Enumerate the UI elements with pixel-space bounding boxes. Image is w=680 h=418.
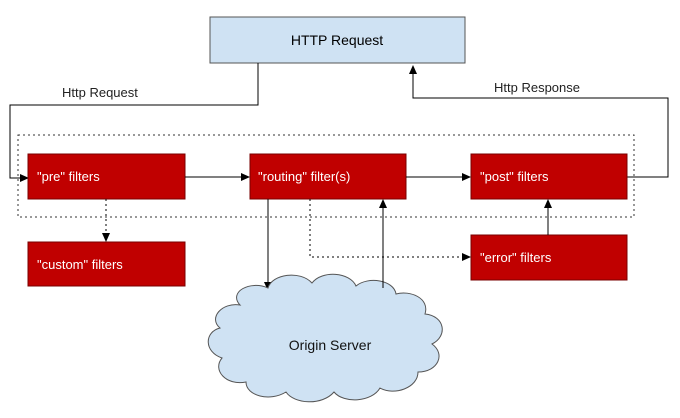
pre-filters-node: "pre" filters bbox=[27, 153, 186, 200]
http-request-node: HTTP Request bbox=[209, 16, 466, 64]
http-request-label: HTTP Request bbox=[291, 32, 383, 48]
origin-server-label: Origin Server bbox=[289, 337, 372, 353]
error-filters-box bbox=[470, 234, 628, 281]
routing-filters-box bbox=[249, 153, 407, 200]
response-edge bbox=[409, 65, 669, 178]
request-edge-label: Http Request bbox=[62, 85, 138, 100]
custom-filters-box bbox=[27, 241, 186, 287]
origin-server-cloud bbox=[207, 273, 443, 403]
pre-filters-box bbox=[27, 153, 186, 200]
error-filters-label: "error" filters bbox=[480, 250, 552, 265]
origin-server-node: Origin Server bbox=[207, 273, 443, 403]
pre-filters-label: "pre" filters bbox=[37, 169, 100, 184]
routing-to-error-edge bbox=[309, 199, 471, 261]
request-edge bbox=[9, 63, 259, 182]
http-request-box bbox=[209, 16, 466, 64]
custom-filters-node: "custom" filters bbox=[27, 241, 186, 287]
error-filters-node: "error" filters bbox=[470, 234, 628, 281]
response-edge-label: Http Response bbox=[494, 80, 580, 95]
post-filters-node: "post" filters bbox=[470, 153, 628, 200]
filter-chain-boundary bbox=[17, 134, 635, 218]
routing-filters-node: "routing" filter(s) bbox=[249, 153, 407, 200]
custom-filters-label: "custom" filters bbox=[37, 257, 123, 272]
post-filters-label: "post" filters bbox=[480, 169, 549, 184]
routing-filters-label: "routing" filter(s) bbox=[258, 169, 350, 184]
